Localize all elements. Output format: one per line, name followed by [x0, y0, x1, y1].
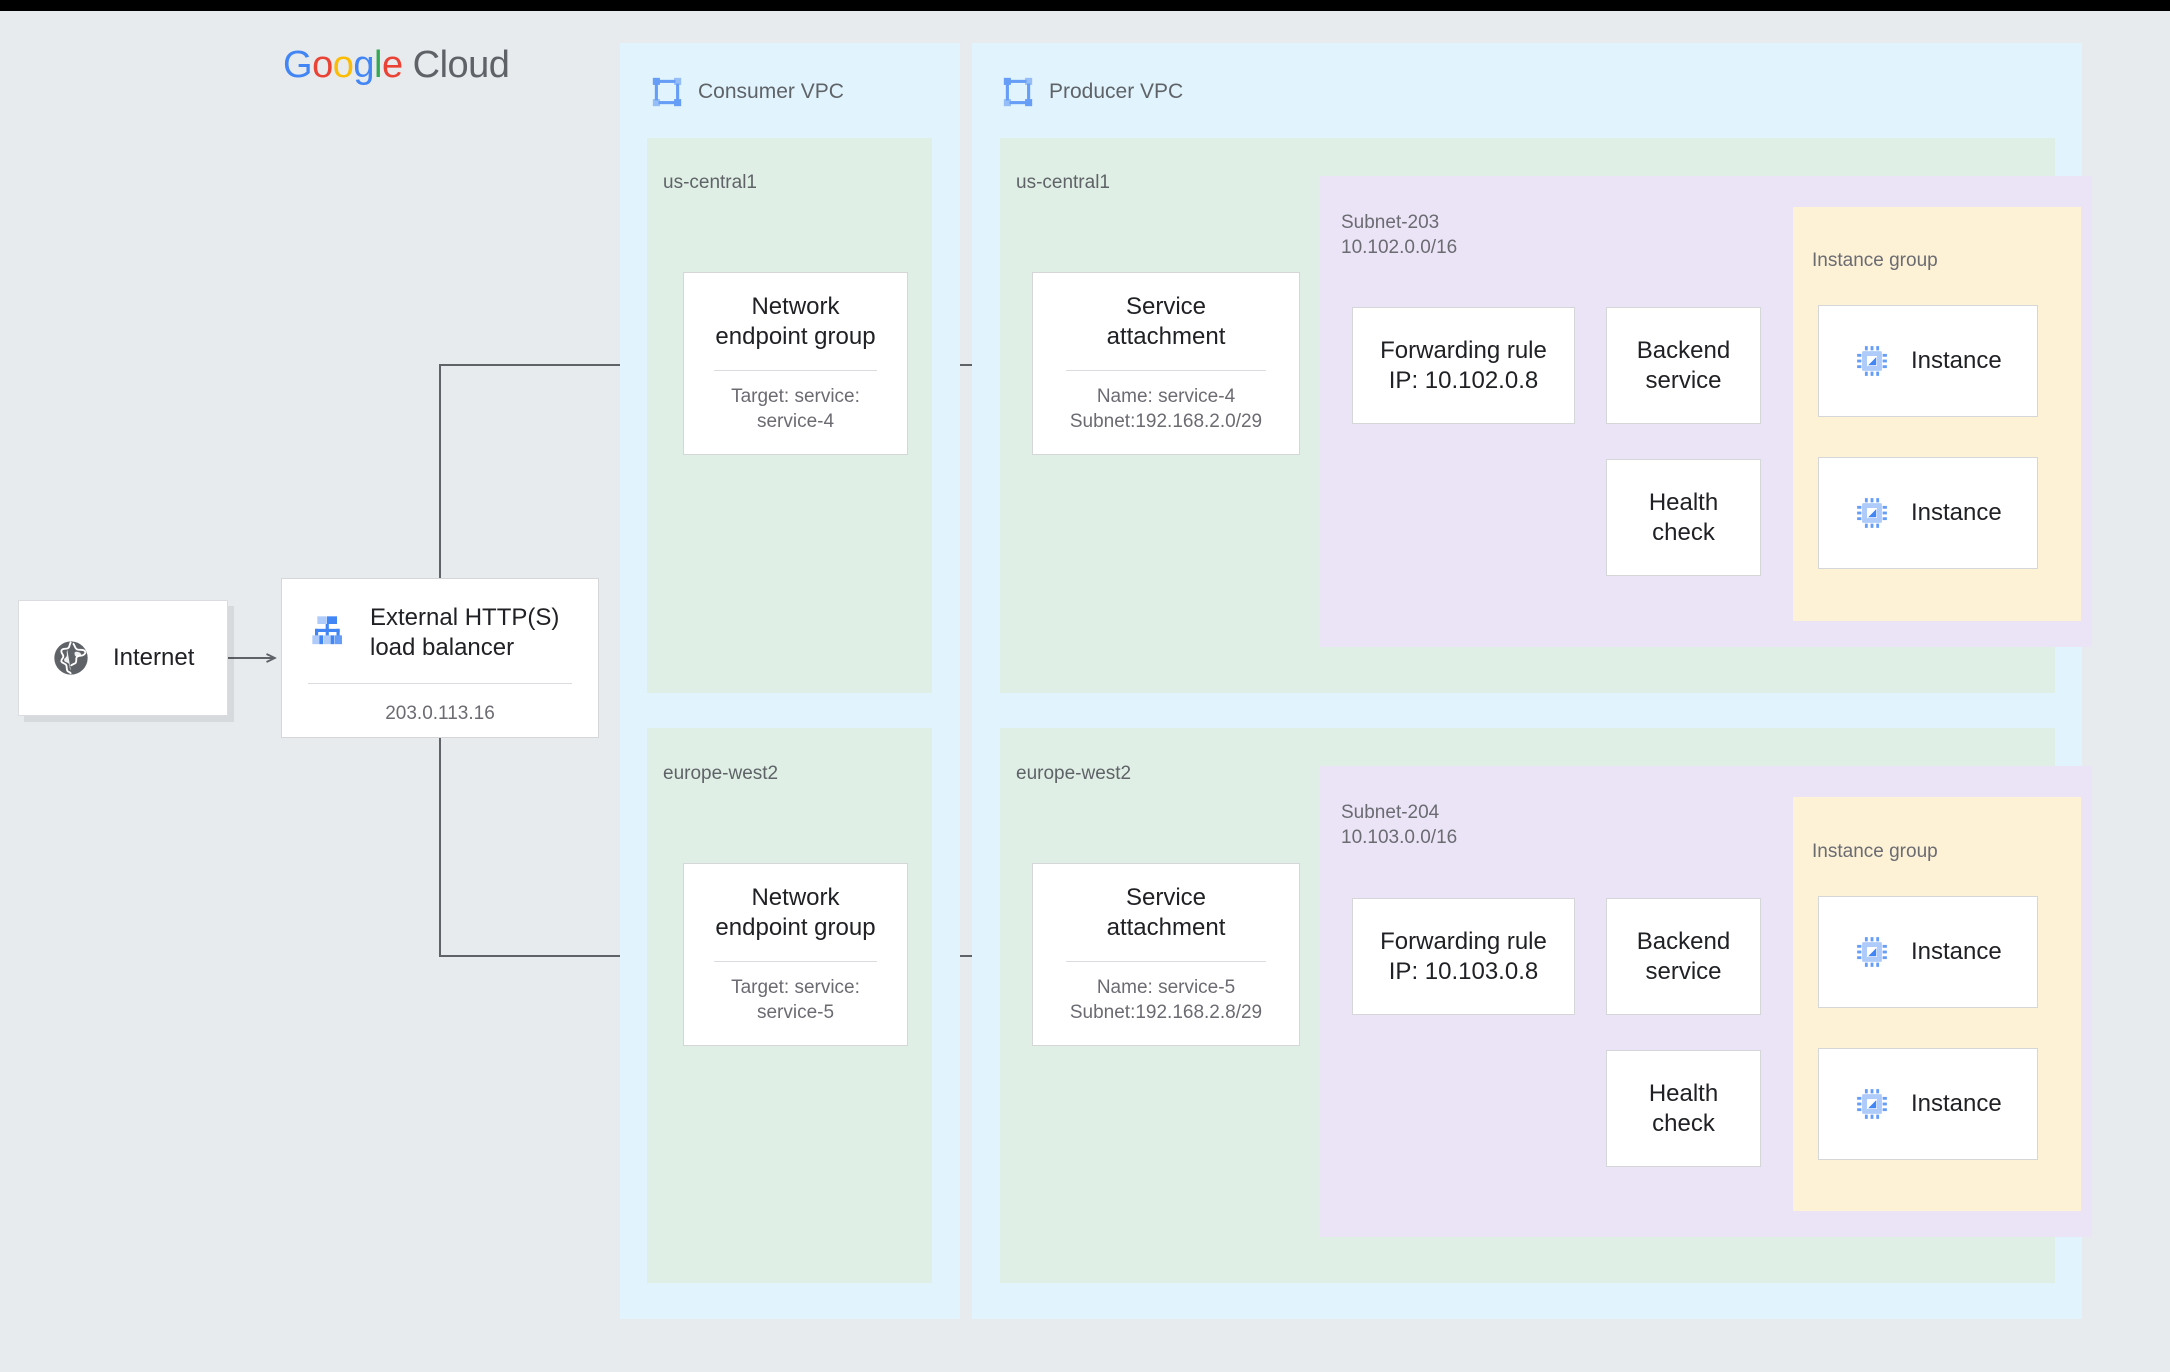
logo-letter-g1: G: [283, 44, 313, 86]
producer-vpc-header: Producer VPC: [1001, 75, 1183, 109]
instance-4-label: Instance: [1911, 1090, 2002, 1117]
instance-2[interactable]: Instance: [1818, 457, 2038, 569]
service-attachment-1[interactable]: Service attachment Name: service-4 Subne…: [1032, 272, 1300, 455]
instance-2-label: Instance: [1911, 499, 2002, 526]
forwarding-rule-2-text: Forwarding rule IP: 10.103.0.8: [1380, 927, 1547, 985]
instance-3-label: Instance: [1911, 938, 2002, 965]
instance-group-2-label: Instance group: [1812, 841, 1938, 862]
google-cloud-logo: Google Cloud: [283, 44, 510, 87]
vpc-icon: [1003, 77, 1033, 107]
producer-region-2-label: europe-west2: [1016, 763, 1132, 784]
logo-letter-g2: g: [353, 44, 374, 86]
network-endpoint-group-1[interactable]: Network endpoint group Target: service: …: [683, 272, 908, 455]
health-check-1[interactable]: Health check: [1606, 459, 1761, 576]
logo-letter-e: e: [381, 44, 403, 86]
logo-letter-l: l: [373, 44, 382, 86]
vpc-icon: [652, 77, 682, 107]
lb-title: External HTTP(S) load balancer: [370, 604, 560, 661]
logo-cloud-text: Cloud: [412, 44, 510, 86]
sa-1-title: Service attachment: [1106, 293, 1226, 351]
internet-label: Internet: [113, 644, 195, 671]
lb-header-row: External HTTP(S) load balancer: [308, 603, 572, 663]
instance-cpu-icon: [1857, 1089, 1887, 1119]
health-check-2[interactable]: Health check: [1606, 1050, 1761, 1167]
instance-cpu-icon: [1857, 346, 1887, 376]
sa-2-subtitle: Name: service-5 Subnet:192.168.2.8/29: [1069, 977, 1263, 1023]
forwarding-rule-2[interactable]: Forwarding rule IP: 10.103.0.8: [1352, 898, 1575, 1015]
consumer-vpc-title: Consumer VPC: [698, 80, 844, 103]
top-black-bar: [0, 0, 2170, 11]
internet-node[interactable]: Internet: [18, 600, 228, 716]
backend-service-1-text: Backend service: [1636, 336, 1731, 394]
globe-icon: [54, 641, 88, 675]
load-balancer-icon: [312, 616, 342, 645]
service-attachment-2[interactable]: Service attachment Name: service-5 Subne…: [1032, 863, 1300, 1046]
backend-service-2[interactable]: Backend service: [1606, 898, 1761, 1015]
sa-1-subtitle: Name: service-4 Subnet:192.168.2.0/29: [1069, 386, 1263, 432]
neg-2-title: Network endpoint group: [715, 884, 876, 942]
backend-service-2-text: Backend service: [1636, 927, 1731, 985]
instance-cpu-icon: [1857, 937, 1887, 967]
consumer-region-1-label: us-central1: [663, 172, 757, 193]
forwarding-rule-1-text: Forwarding rule IP: 10.102.0.8: [1380, 336, 1547, 394]
instance-cpu-icon: [1857, 498, 1887, 528]
consumer-vpc-header: Consumer VPC: [650, 75, 844, 109]
logo-letter-o2: o: [332, 44, 354, 86]
consumer-region-2-label: europe-west2: [663, 763, 779, 784]
neg-1-divider: [714, 370, 877, 372]
neg-2-subtitle: Target: service: service-5: [731, 977, 860, 1023]
external-http-load-balancer[interactable]: External HTTP(S) load balancer 203.0.113…: [281, 578, 599, 738]
instance-1-label: Instance: [1911, 347, 2002, 374]
instance-3[interactable]: Instance: [1818, 896, 2038, 1008]
sa-1-divider: [1066, 370, 1266, 372]
network-endpoint-group-2[interactable]: Network endpoint group Target: service: …: [683, 863, 908, 1046]
subnet-203-label: Subnet-203 10.102.0.0/16: [1341, 212, 1458, 259]
instance-1[interactable]: Instance: [1818, 305, 2038, 417]
neg-2-divider: [714, 961, 877, 963]
sa-2-divider: [1066, 961, 1266, 963]
producer-region-1-label: us-central1: [1016, 172, 1110, 193]
backend-service-1[interactable]: Backend service: [1606, 307, 1761, 424]
instance-4[interactable]: Instance: [1818, 1048, 2038, 1160]
lb-ip-address: 203.0.113.16: [385, 703, 495, 724]
forwarding-rule-1[interactable]: Forwarding rule IP: 10.102.0.8: [1352, 307, 1575, 424]
health-check-1-text: Health check: [1648, 488, 1719, 546]
sa-2-title: Service attachment: [1106, 884, 1226, 942]
logo-cloud-word: [403, 44, 413, 86]
health-check-2-text: Health check: [1648, 1079, 1719, 1137]
instance-group-1-label: Instance group: [1812, 250, 1938, 271]
producer-vpc-title: Producer VPC: [1049, 80, 1184, 103]
neg-1-subtitle: Target: service: service-4: [731, 386, 860, 432]
logo-letter-o1: o: [312, 44, 333, 86]
neg-1-title: Network endpoint group: [715, 293, 876, 351]
subnet-204-label: Subnet-204 10.103.0.0/16: [1341, 802, 1458, 849]
lb-divider: [308, 683, 572, 684]
